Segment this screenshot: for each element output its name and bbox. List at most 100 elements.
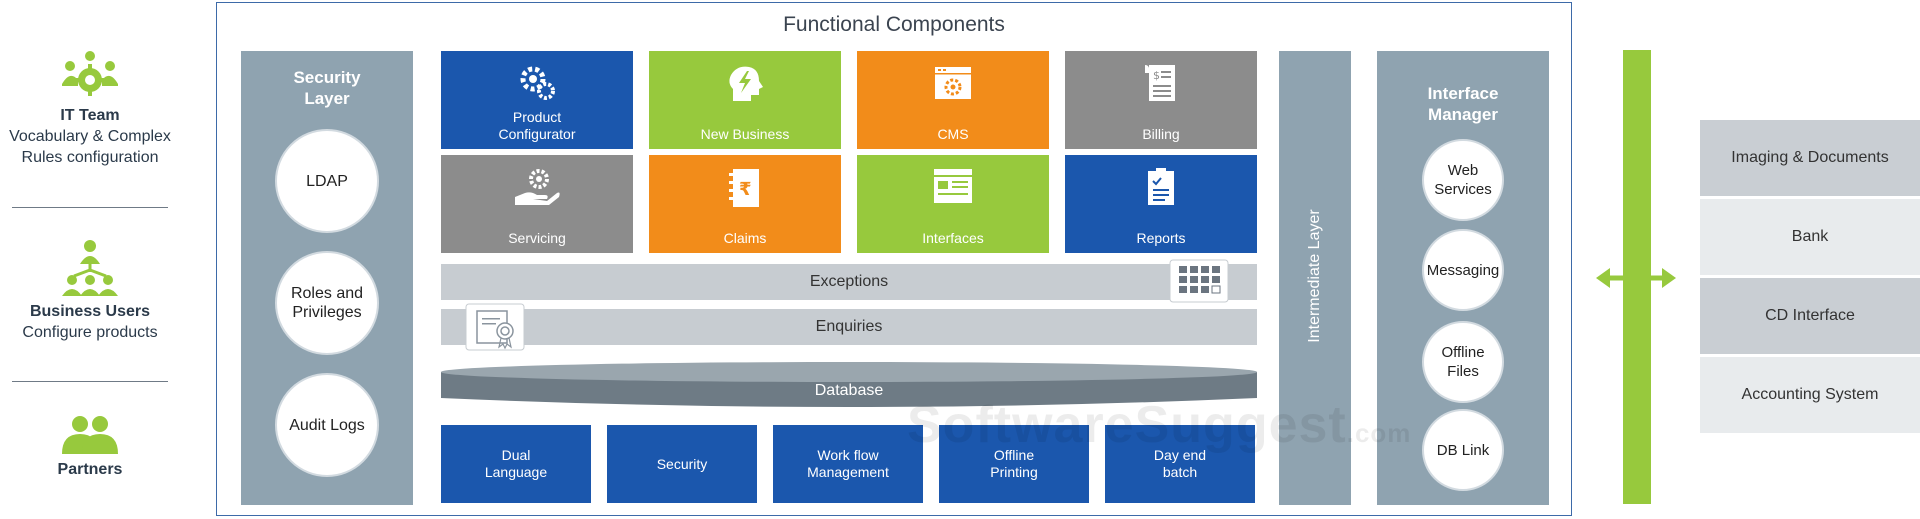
tile-label-line: Work flow: [817, 447, 879, 463]
grid-app-icon: [1169, 259, 1229, 303]
exceptions-bar: Exceptions: [441, 264, 1257, 300]
user-desc-line: Vocabulary & Complex: [9, 128, 171, 145]
tile-security: Security: [607, 425, 757, 503]
tile-interfaces: Interfaces: [857, 155, 1049, 253]
connector-bus: [1596, 50, 1676, 504]
tile-label-line: CMS: [937, 126, 969, 142]
divider: [12, 381, 168, 382]
rupee-book-icon: ₹: [729, 169, 759, 207]
tile-label-line: Dual: [501, 447, 531, 463]
tile-label-line: Servicing: [508, 230, 566, 246]
tile-label-line: Offline: [993, 447, 1035, 463]
panel-title-line: Security: [293, 68, 361, 87]
arrow-right-icon: [1662, 268, 1676, 288]
tile-label: Security: [656, 455, 708, 472]
database-label: Database: [814, 382, 884, 399]
head-lightning-icon: [729, 66, 763, 101]
tile-servicing: Servicing: [441, 155, 633, 253]
svg-text:$: $: [1153, 69, 1160, 82]
tile-label-line: Language: [484, 464, 548, 480]
tile-claims: ₹ Claims: [649, 155, 841, 253]
certificate-icon: [465, 303, 525, 351]
security-item-audit-logs: Audit Logs: [275, 373, 379, 477]
invoice-icon: $: [1145, 65, 1175, 101]
browser-gear-icon: [935, 67, 971, 99]
item-label-line: Offline: [1441, 344, 1485, 361]
user-business-users: Business Users Configure products: [0, 238, 180, 343]
item-label-line: Files: [1447, 363, 1479, 380]
item-label: Audit Logs: [289, 416, 365, 434]
tile-label-line: Claims: [723, 230, 767, 246]
intermediate-layer-panel: Intermediate Layer: [1279, 51, 1351, 505]
database-cylinder: Database: [441, 360, 1257, 410]
tile-label-line: New Business: [700, 126, 790, 142]
tile-new-business: New Business: [649, 51, 841, 149]
window-icon: [934, 169, 972, 203]
external-label: CD Interface: [1765, 307, 1855, 324]
org-hierarchy-icon: [62, 240, 118, 296]
tile-label-line: Management: [807, 464, 889, 480]
user-title: IT Team: [60, 107, 120, 124]
tile-label-line: Product: [512, 109, 562, 125]
panel-title-line: Manager: [1428, 105, 1498, 124]
item-label-line: Roles and: [290, 285, 364, 302]
checklist-icon: [1148, 168, 1174, 205]
user-types-column: IT Team Vocabulary & Complex Rules confi…: [0, 0, 180, 519]
hand-gear-icon: [515, 169, 560, 205]
item-label: DB Link: [1436, 441, 1490, 459]
external-label: Accounting System: [1741, 386, 1879, 403]
user-it-team: IT Team Vocabulary & Complex Rules confi…: [0, 50, 180, 168]
partners-icon: [62, 416, 118, 454]
external-cd-interface: CD Interface: [1700, 278, 1920, 354]
enquiries-bar: Enquiries: [441, 309, 1257, 345]
bar-label: Enquiries: [815, 318, 883, 335]
tile-label-line: Day end: [1153, 447, 1207, 463]
tile-billing: $ Billing: [1065, 51, 1257, 149]
panel-title-line: Layer: [304, 89, 350, 108]
external-bank: Bank: [1700, 199, 1920, 275]
svg-text:₹: ₹: [739, 179, 752, 200]
gears-icon: [520, 66, 555, 100]
intermediate-layer-label: Intermediate Layer: [1306, 209, 1323, 343]
tile-cms: CMS: [857, 51, 1049, 149]
interface-item-db-link: DB Link: [1422, 409, 1504, 491]
tile-reports: Reports: [1065, 155, 1257, 253]
watermark-suffix: .com: [1346, 418, 1412, 448]
item-label: LDAP: [306, 172, 348, 190]
tile-label-line: Printing: [990, 464, 1038, 480]
database-shape: [441, 362, 1257, 407]
panel-title: Interface Manager: [1377, 83, 1549, 125]
user-partners: Partners: [0, 414, 180, 480]
security-item-ldap: LDAP: [275, 129, 379, 233]
user-title: Partners: [57, 461, 123, 478]
tile-label-line: Interfaces: [922, 230, 984, 246]
divider: [12, 207, 168, 208]
item-label: Messaging: [1426, 261, 1500, 279]
watermark-main: SoftwareSuggest: [907, 396, 1347, 454]
panel-title-line: Interface: [1427, 84, 1499, 103]
interface-item-messaging: Messaging: [1422, 229, 1504, 311]
external-accounting-system: Accounting System: [1700, 357, 1920, 433]
external-label: Imaging & Documents: [1731, 149, 1889, 166]
item-label-line: Privileges: [292, 304, 362, 321]
tile-label-line: batch: [1162, 464, 1198, 480]
tile-label-line: Reports: [1136, 230, 1186, 246]
functional-components-frame: Functional Components Security Layer LDA…: [216, 2, 1572, 516]
team-gear-icon: [62, 51, 118, 96]
tile-label-line: Billing: [1142, 126, 1180, 142]
